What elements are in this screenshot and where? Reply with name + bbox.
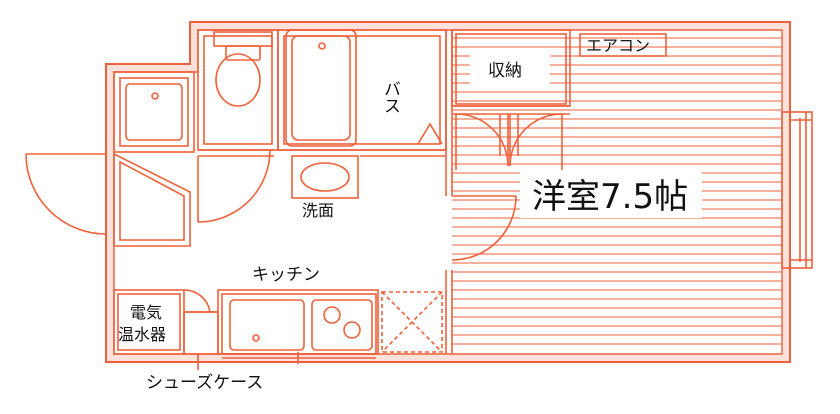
washbasin-label: 洗面 [302,201,334,220]
western-room-label: 洋室7.5帖 [532,177,688,217]
toilet-room [197,29,279,151]
water-heater-label-1: 電気 [130,303,162,322]
storage-closet [451,29,571,115]
western-room-walls [445,30,453,354]
storage-label: 収納 [488,61,522,81]
storage-label-backing [470,50,550,86]
shoe-case-label: シューズケース [146,373,263,393]
room-label-backing [520,172,702,218]
washer-pan [113,71,195,153]
water-heater-label-2: 温水器 [118,325,166,344]
shoe-case [183,289,219,370]
window [781,111,813,269]
svg-text:バス: バス [380,80,400,114]
closet-doors [455,113,563,170]
washbasin-unit [291,155,359,199]
room-door [451,195,517,261]
kitchen-counter [217,289,379,364]
air-conditioner-label: エアコン [586,36,650,55]
kitchen-label: キッチン [252,265,320,285]
bath-room [277,29,447,157]
water-heater [113,289,185,355]
toilet-door [197,149,274,223]
fridge-space [381,291,443,353]
air-conditioner-box [579,33,667,57]
entrance-door [25,152,191,247]
bath-label: バス [380,80,400,114]
